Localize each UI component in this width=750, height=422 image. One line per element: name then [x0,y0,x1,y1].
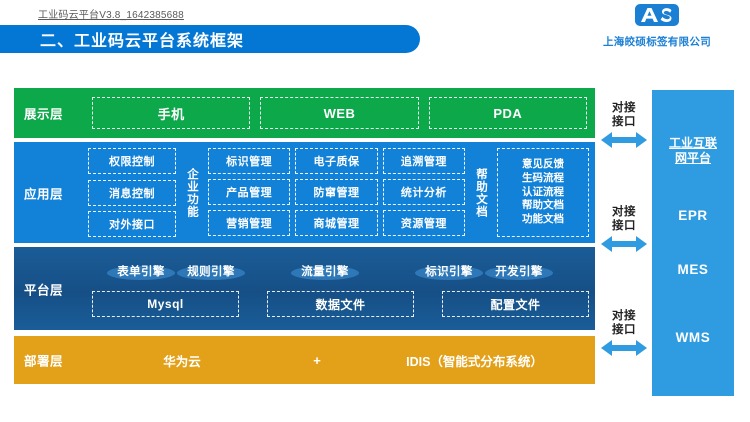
double-arrow-icon [601,236,647,253]
deployment-item-idis[interactable]: IDIS（智能式分布系统） [406,354,543,369]
engine-identity[interactable]: 标识引擎 [415,261,483,281]
external-system-iiot[interactable]: 工业互联 网平台 [668,136,717,166]
as-logo-icon [635,4,679,26]
layer-application: 应用层 权限控制 消息控制 对外接口 企业功能 标识管理 电子质保 追溯管理 产… [14,142,595,243]
interface-connectors: 对接 接口 对接 接口 对接 接口 [600,88,648,398]
engine-rule[interactable]: 规则引擎 [177,261,245,281]
company-logo: 上海皎硕标签有限公司 [582,4,732,49]
application-content: 权限控制 消息控制 对外接口 企业功能 标识管理 电子质保 追溯管理 产品管理 … [88,148,589,237]
app-cell-e-warranty[interactable]: 电子质保 [295,148,378,174]
app-cell-product-mgmt[interactable]: 产品管理 [208,179,291,205]
architecture-stack: 展示层 手机 WEB PDA 应用层 权限控制 消息控制 对外接口 企业功能 标… [14,88,595,384]
app-cell-marketing[interactable]: 营销管理 [208,210,291,236]
display-items: 手机 WEB PDA [92,97,587,129]
slide-title-bar: 二、工业码云平台系统框架 [0,25,420,53]
app-cell-mall-mgmt[interactable]: 商城管理 [295,210,378,236]
external-system-wms[interactable]: WMS [675,330,711,345]
app-vertical-label-enterprise: 企业功能 [186,167,199,218]
app-vertical-label-help: 帮助文档 [475,167,488,218]
deployment-item-huaweicloud[interactable]: 华为云 [163,354,201,369]
layer-platform-label: 平台层 [24,283,64,297]
layer-deployment-label: 部署层 [24,354,64,369]
application-help-box[interactable]: 意见反馈 生码流程 认证流程 帮助文档 功能文档 [497,148,589,237]
interface-label-3: 对接 接口 [612,310,636,336]
company-name: 上海皎硕标签有限公司 [603,36,711,48]
interface-label-2: 对接 接口 [612,206,636,232]
display-item-web[interactable]: WEB [260,97,419,129]
external-system-epr[interactable]: EPR [678,208,708,223]
display-item-pda[interactable]: PDA [428,97,587,129]
app-cell-resource-mgmt[interactable]: 资源管理 [382,210,465,236]
application-function-grid: 标识管理 电子质保 追溯管理 产品管理 防窜管理 统计分析 营销管理 商城管理 … [208,148,465,237]
interface-connector-1: 对接 接口 [600,102,648,150]
app-cell-external-api[interactable]: 对外接口 [88,211,176,237]
store-mysql[interactable]: Mysql [92,291,239,317]
app-cell-permission[interactable]: 权限控制 [88,148,176,174]
document-tag: 工业码云平台V3.8_1642385688 [38,10,184,21]
engine-development[interactable]: 开发引擎 [485,261,553,281]
deployment-content: 华为云 + IDIS（智能式分布系统） [92,336,587,384]
display-item-mobile[interactable]: 手机 [92,97,251,129]
platform-content: 表单引擎 规则引擎 流量引擎 标识引擎 开发引擎 Mysql 数据文件 配置文件 [92,247,589,330]
layer-deployment: 部署层 华为云 + IDIS（智能式分布系统） [14,336,595,384]
platform-engine-row: 表单引擎 规则引擎 流量引擎 标识引擎 开发引擎 [92,261,589,281]
engine-form[interactable]: 表单引擎 [107,261,175,281]
help-item-auth-flow: 认证流程 [522,185,564,198]
interface-connector-3: 对接 接口 [600,310,648,358]
app-cell-traceability[interactable]: 追溯管理 [382,148,465,174]
deployment-plus-symbol: + [313,352,321,368]
help-item-code-flow: 生码流程 [522,171,564,184]
platform-store-row: Mysql 数据文件 配置文件 [92,291,589,317]
store-config-file[interactable]: 配置文件 [442,291,589,317]
engine-traffic[interactable]: 流量引擎 [291,261,359,281]
double-arrow-icon [601,340,647,357]
application-left-column: 权限控制 消息控制 对外接口 [88,148,176,237]
store-data-file[interactable]: 数据文件 [267,291,414,317]
app-cell-anti-diversion[interactable]: 防窜管理 [295,179,378,205]
help-item-feedback: 意见反馈 [522,157,564,170]
layer-application-label: 应用层 [24,187,64,201]
app-cell-identity-mgmt[interactable]: 标识管理 [208,148,291,174]
page-title: 二、工业码云平台系统框架 [40,33,245,50]
external-system-mes[interactable]: MES [677,262,709,277]
layer-platform: 平台层 表单引擎 规则引擎 流量引擎 标识引擎 开发引擎 Mysql 数据文件 … [14,247,595,330]
app-cell-statistics[interactable]: 统计分析 [382,179,465,205]
help-item-help-doc: 帮助文档 [522,199,564,212]
help-item-feature-doc: 功能文档 [522,213,564,226]
app-cell-message[interactable]: 消息控制 [88,179,176,206]
interface-connector-2: 对接 接口 [600,206,648,254]
interface-label-1: 对接 接口 [612,102,636,128]
external-systems-panel: 工业互联 网平台 EPR MES WMS [652,90,734,396]
layer-display: 展示层 手机 WEB PDA [14,88,595,138]
double-arrow-icon [601,132,647,149]
layer-display-label: 展示层 [24,107,64,122]
